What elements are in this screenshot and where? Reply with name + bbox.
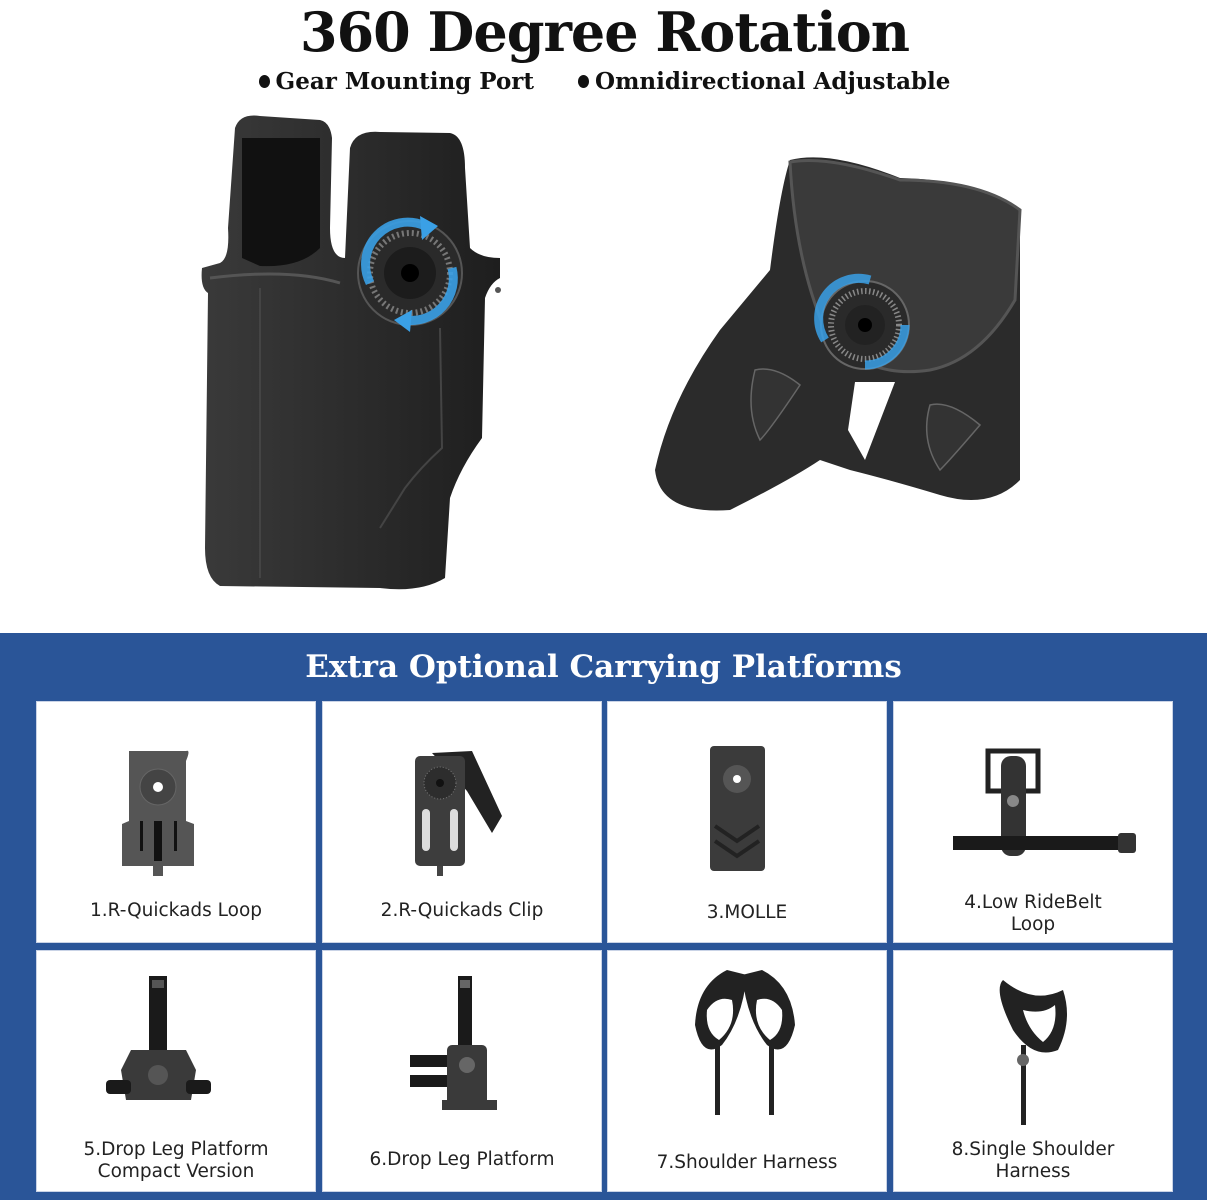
label-line: 1.R-Quickads Loop: [89, 900, 263, 921]
label-line: 5.Drop Leg Platform: [83, 1139, 269, 1160]
platforms-title: Extra Optional Carrying Platforms: [305, 649, 902, 685]
platform-card-r-quickads-clip: 2.R-Quickads Clip: [322, 701, 602, 943]
bullet-dot-icon: [258, 75, 270, 88]
shoulder-harness-image: [695, 970, 795, 1115]
label-line: 2.R-Quickads Clip: [380, 900, 544, 921]
label-line: 3.MOLLE: [706, 902, 788, 923]
r-quickads-loop-image: [122, 750, 194, 876]
feature-label: Omnidirectional Adjustable: [595, 68, 951, 95]
drop-leg-platform-image: [410, 976, 497, 1110]
platform-label: 3.MOLLE: [607, 902, 887, 924]
platform-label: 6.Drop Leg Platform: [322, 1149, 602, 1171]
paddle-image: [655, 157, 1022, 511]
platform-card-molle: 3.MOLLE: [607, 701, 887, 943]
low-ride-belt-loop-image: [953, 748, 1136, 856]
single-shoulder-harness-image: [999, 980, 1067, 1125]
feature-bullets: Gear Mounting Port Omnidirectional Adjus…: [0, 68, 1209, 95]
platform-label: 2.R-Quickads Clip: [322, 900, 602, 922]
page-title: 360 Degree Rotation: [300, 0, 910, 64]
feature-label: Gear Mounting Port: [275, 68, 535, 95]
holster-image: [201, 115, 501, 590]
label-line: 8.Single Shoulder: [951, 1139, 1115, 1160]
label-line: Harness: [995, 1161, 1071, 1182]
platform-card-shoulder-harness: 7.Shoulder Harness: [607, 950, 887, 1192]
molle-image: [710, 746, 765, 871]
feature-bullet: Omnidirectional Adjustable: [578, 68, 950, 95]
platform-card-r-quickads-loop: 1.R-Quickads Loop: [36, 701, 316, 943]
label-line: Loop: [1010, 914, 1056, 935]
bullet-dot-icon: [578, 75, 590, 88]
label-line: 4.Low RideBelt: [964, 892, 1102, 913]
feature-bullet: Gear Mounting Port: [258, 68, 535, 95]
platform-label: 1.R-Quickads Loop: [36, 900, 316, 922]
platform-card-drop-leg-platform: 6.Drop Leg Platform: [322, 950, 602, 1192]
label-line: 7.Shoulder Harness: [656, 1152, 838, 1173]
platform-label: 7.Shoulder Harness: [607, 1152, 887, 1174]
r-quickads-clip-image: [415, 751, 502, 876]
label-line: Compact Version: [97, 1161, 255, 1182]
drop-leg-compact-image: [106, 976, 211, 1100]
carrying-platforms-panel: Extra Optional Carrying Platforms 1.R-Qu…: [0, 633, 1207, 1200]
label-line: 6.Drop Leg Platform: [369, 1149, 555, 1170]
